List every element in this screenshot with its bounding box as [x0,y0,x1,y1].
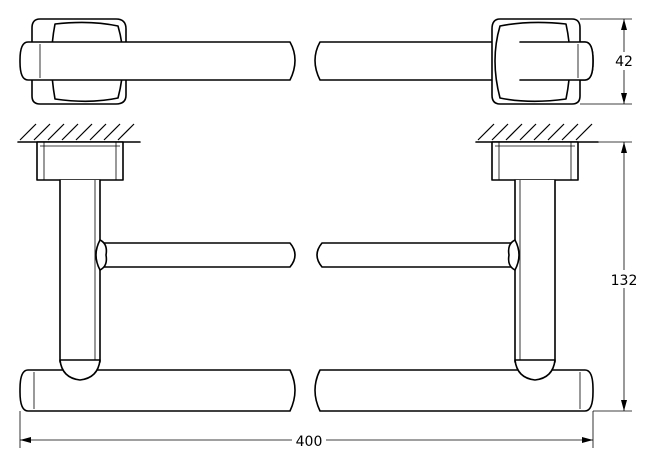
front-left-plate [36,141,124,181]
wall-hatch-left [17,123,141,143]
front-right-plate [491,141,579,181]
dimension-height: 132 [593,141,641,412]
dimension-height-label: 132 [611,273,638,289]
top-bar-left [19,41,296,81]
dimension-depth-label: 42 [615,54,633,70]
dimension-width-label: 400 [296,434,323,450]
dimension-width: 400 [19,411,594,450]
front-view [17,123,599,412]
front-left-post [59,179,101,363]
front-bottom-bar-right [314,359,594,412]
top-view [19,18,594,105]
wall-hatch-right [475,123,599,143]
front-middle-bar [95,239,520,271]
dimension-depth: 42 [580,18,636,105]
front-right-post [514,179,556,363]
top-right-mount [491,18,594,105]
front-bottom-bar-left [19,359,296,412]
